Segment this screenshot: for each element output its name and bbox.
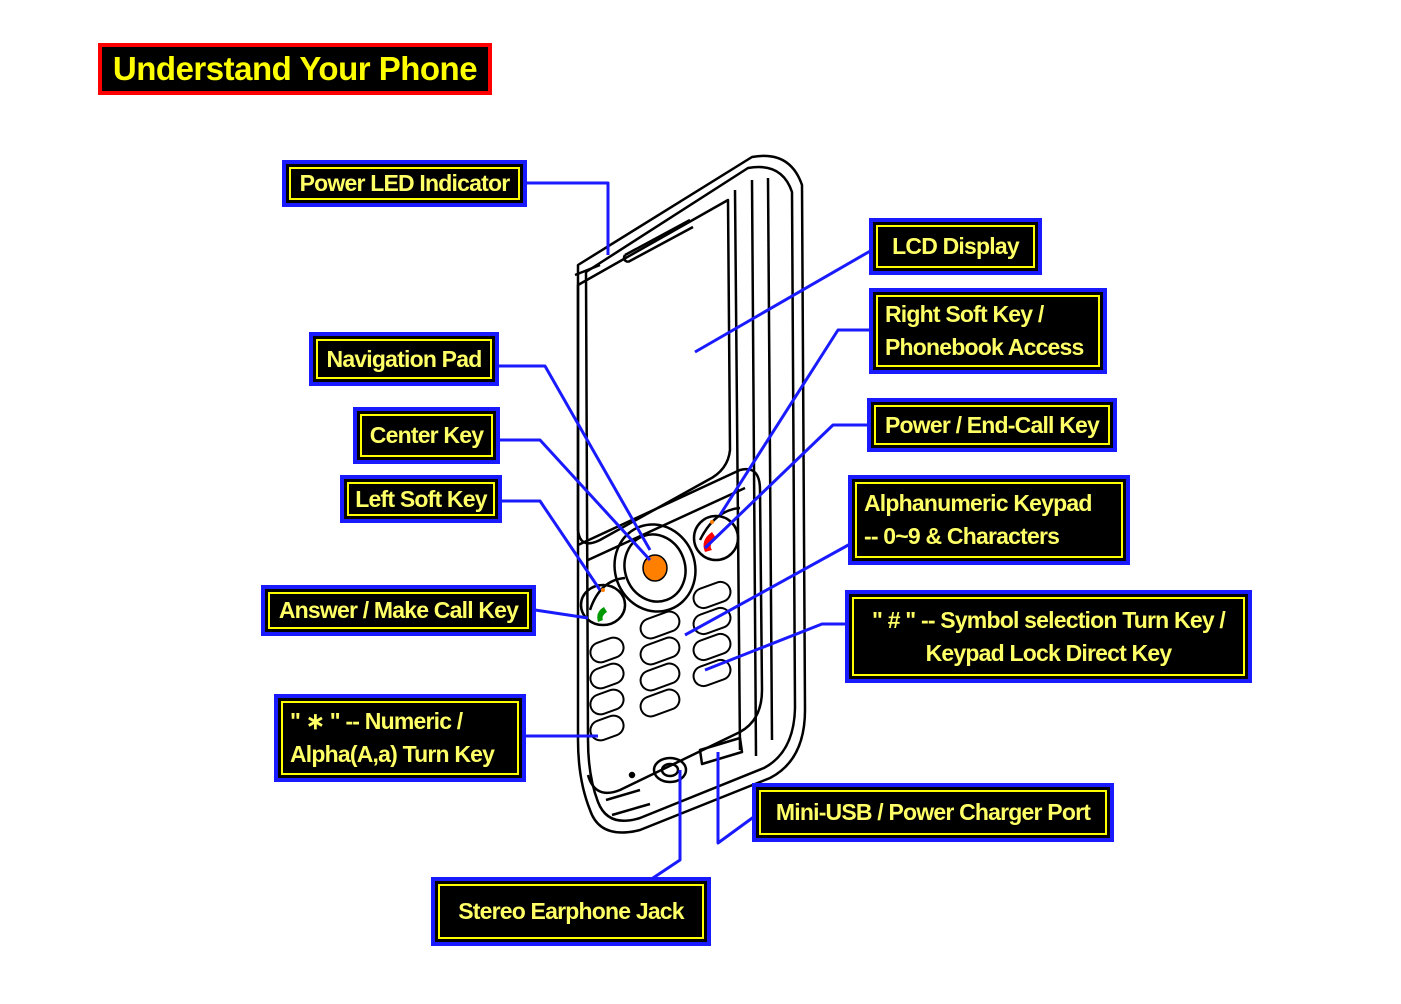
page-title-box: Understand Your Phone: [98, 43, 492, 95]
callout-alphanumeric-keypad: Alphanumeric Keypad -- 0~9 & Characters: [848, 475, 1130, 565]
label-alphanumeric-keypad-2: -- 0~9 & Characters: [864, 523, 1060, 549]
label-alphanumeric-keypad-1: Alphanumeric Keypad: [864, 490, 1092, 516]
callout-lcd-display: LCD Display: [869, 218, 1042, 275]
answer-call-icon: [597, 607, 607, 622]
callout-star-key: " ∗ " -- Numeric / Alpha(A,a) Turn Key: [274, 694, 526, 782]
label-right-soft-key-2: Phonebook Access: [885, 334, 1084, 360]
label-left-soft-key: Left Soft Key: [355, 485, 487, 512]
label-center-key: Center Key: [369, 422, 484, 448]
callout-power-led: Power LED Indicator: [282, 160, 527, 207]
label-power-led: Power LED Indicator: [299, 170, 511, 196]
label-lcd-display: LCD Display: [892, 233, 1019, 259]
callout-right-soft-key: Right Soft Key / Phonebook Access: [869, 288, 1107, 374]
center-key-dot: [642, 554, 668, 582]
label-navigation-pad: Navigation Pad: [326, 345, 483, 372]
page-title: Understand Your Phone: [112, 50, 478, 87]
label-answer-make-call: Answer / Make Call Key: [278, 597, 519, 623]
callout-power-end-call: Power / End-Call Key: [867, 398, 1117, 452]
callout-hash-key: " # " -- Symbol selection Turn Key / Key…: [845, 590, 1252, 683]
label-hash-key-2: Keypad Lock Direct Key: [925, 639, 1173, 666]
leader-lines: [498, 181, 873, 882]
label-mini-usb: Mini-USB / Power Charger Port: [775, 799, 1091, 825]
callout-mini-usb: Mini-USB / Power Charger Port: [752, 783, 1114, 842]
callout-earphone-jack: Stereo Earphone Jack: [431, 877, 711, 946]
label-power-end-call: Power / End-Call Key: [884, 411, 1100, 438]
label-star-key-2: Alpha(A,a) Turn Key: [290, 741, 495, 767]
label-star-key-1: " ∗ " -- Numeric /: [290, 708, 463, 734]
callout-center-key: Center Key: [353, 407, 500, 464]
callout-navigation-pad: Navigation Pad: [309, 332, 499, 386]
label-hash-key-1: " # " -- Symbol selection Turn Key /: [872, 606, 1226, 633]
label-earphone-jack: Stereo Earphone Jack: [458, 898, 684, 924]
label-right-soft-key-1: Right Soft Key /: [885, 301, 1044, 327]
phone-outline: [574, 154, 807, 834]
callout-answer-make-call: Answer / Make Call Key: [261, 585, 536, 636]
callout-left-soft-key: Left Soft Key: [340, 475, 502, 523]
